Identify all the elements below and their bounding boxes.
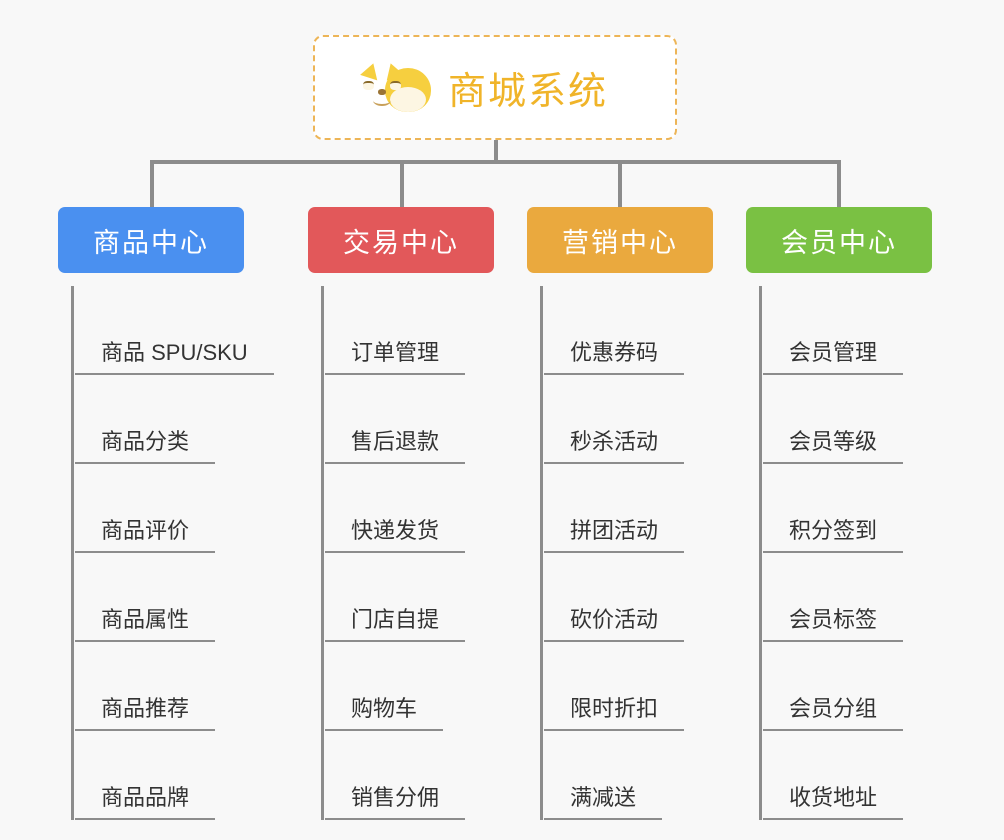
leaf-label: 快递发货 <box>325 513 466 553</box>
leaf-item[interactable]: 售后退款 <box>322 375 494 464</box>
leaf-item[interactable]: 限时折扣 <box>541 642 713 731</box>
branch-trunk-line <box>759 286 762 820</box>
root-title: 商城系统 <box>447 71 608 113</box>
leaf-list-marketing-center: 优惠券码 秒杀活动 拼团活动 砍价活动 限时折扣 满减送 <box>527 286 713 820</box>
leaf-label: 商品分类 <box>75 424 216 464</box>
leaf-label: 砍价活动 <box>544 602 685 642</box>
leaf-label: 销售分佣 <box>325 780 466 820</box>
connector-drop-3 <box>618 160 622 208</box>
leaf-item[interactable]: 满减送 <box>541 731 713 820</box>
branch-column-marketing-center: 营销中心 优惠券码 秒杀活动 拼团活动 砍价活动 限时折扣 满减送 <box>527 207 713 820</box>
category-header-marketing-center[interactable]: 营销中心 <box>527 207 713 273</box>
leaf-list-trade-center: 订单管理 售后退款 快递发货 门店自提 购物车 销售分佣 <box>308 286 494 820</box>
leaf-item[interactable]: 会员标签 <box>760 553 932 642</box>
category-header-trade-center[interactable]: 交易中心 <box>308 207 494 273</box>
leaf-label: 秒杀活动 <box>544 424 685 464</box>
leaf-label: 满减送 <box>544 780 663 820</box>
leaf-item[interactable]: 商品评价 <box>72 464 244 553</box>
leaf-label: 门店自提 <box>325 602 466 642</box>
leaf-item[interactable]: 收货地址 <box>760 731 932 820</box>
connector-drop-1 <box>150 160 154 208</box>
leaf-item[interactable]: 商品品牌 <box>72 731 244 820</box>
connector-drop-2 <box>400 160 404 208</box>
branch-trunk-line <box>321 286 324 820</box>
root-node[interactable]: 商城系统 <box>313 35 677 140</box>
leaf-label: 商品属性 <box>75 602 216 642</box>
branch-column-member-center: 会员中心 会员管理 会员等级 积分签到 会员标签 会员分组 收货地址 <box>746 207 932 820</box>
leaf-label: 拼团活动 <box>544 513 685 553</box>
leaf-item[interactable]: 秒杀活动 <box>541 375 713 464</box>
category-header-member-center[interactable]: 会员中心 <box>746 207 932 273</box>
leaf-item[interactable]: 拼团活动 <box>541 464 713 553</box>
leaf-item[interactable]: 会员分组 <box>760 642 932 731</box>
leaf-label: 会员分组 <box>763 691 904 731</box>
connector-root-stem <box>494 140 498 164</box>
leaf-list-product-center: 商品 SPU/SKU 商品分类 商品评价 商品属性 商品推荐 商品品牌 <box>58 286 274 820</box>
connector-drop-4 <box>837 160 841 208</box>
leaf-label: 会员等级 <box>763 424 904 464</box>
leaf-label: 会员管理 <box>763 335 904 375</box>
leaf-list-member-center: 会员管理 会员等级 积分签到 会员标签 会员分组 收货地址 <box>746 286 932 820</box>
leaf-label: 商品 SPU/SKU <box>75 335 274 375</box>
leaf-label: 售后退款 <box>325 424 466 464</box>
branch-column-trade-center: 交易中心 订单管理 售后退款 快递发货 门店自提 购物车 销售分佣 <box>308 207 494 820</box>
leaf-item[interactable]: 商品分类 <box>72 375 244 464</box>
category-header-product-center[interactable]: 商品中心 <box>58 207 244 273</box>
leaf-label: 收货地址 <box>763 780 904 820</box>
leaf-item[interactable]: 销售分佣 <box>322 731 494 820</box>
leaf-label: 积分签到 <box>763 513 904 553</box>
branch-column-product-center: 商品中心 商品 SPU/SKU 商品分类 商品评价 商品属性 商品推荐 商品品牌 <box>58 207 274 820</box>
leaf-item[interactable]: 快递发货 <box>322 464 494 553</box>
leaf-label: 订单管理 <box>325 335 466 375</box>
branch-trunk-line <box>71 286 74 820</box>
connector-horizontal-bus <box>150 160 840 164</box>
leaf-label: 商品品牌 <box>75 780 216 820</box>
leaf-item[interactable]: 订单管理 <box>322 286 494 375</box>
branch-trunk-line <box>540 286 543 820</box>
leaf-item[interactable]: 门店自提 <box>322 553 494 642</box>
leaf-label: 会员标签 <box>763 602 904 642</box>
leaf-label: 限时折扣 <box>544 691 685 731</box>
leaf-item[interactable]: 商品 SPU/SKU <box>72 286 274 375</box>
leaf-item[interactable]: 商品属性 <box>72 553 244 642</box>
leaf-item[interactable]: 砍价活动 <box>541 553 713 642</box>
leaf-item[interactable]: 商品推荐 <box>72 642 244 731</box>
leaf-item[interactable]: 购物车 <box>322 642 494 731</box>
leaf-label: 商品评价 <box>75 513 216 553</box>
leaf-item[interactable]: 积分签到 <box>760 464 932 553</box>
leaf-label: 商品推荐 <box>75 691 216 731</box>
leaf-item[interactable]: 会员管理 <box>760 286 932 375</box>
dog-face-icon <box>360 60 434 114</box>
leaf-item[interactable]: 会员等级 <box>760 375 932 464</box>
leaf-item[interactable]: 优惠券码 <box>541 286 713 375</box>
leaf-label: 购物车 <box>325 691 444 731</box>
leaf-label: 优惠券码 <box>544 335 685 375</box>
